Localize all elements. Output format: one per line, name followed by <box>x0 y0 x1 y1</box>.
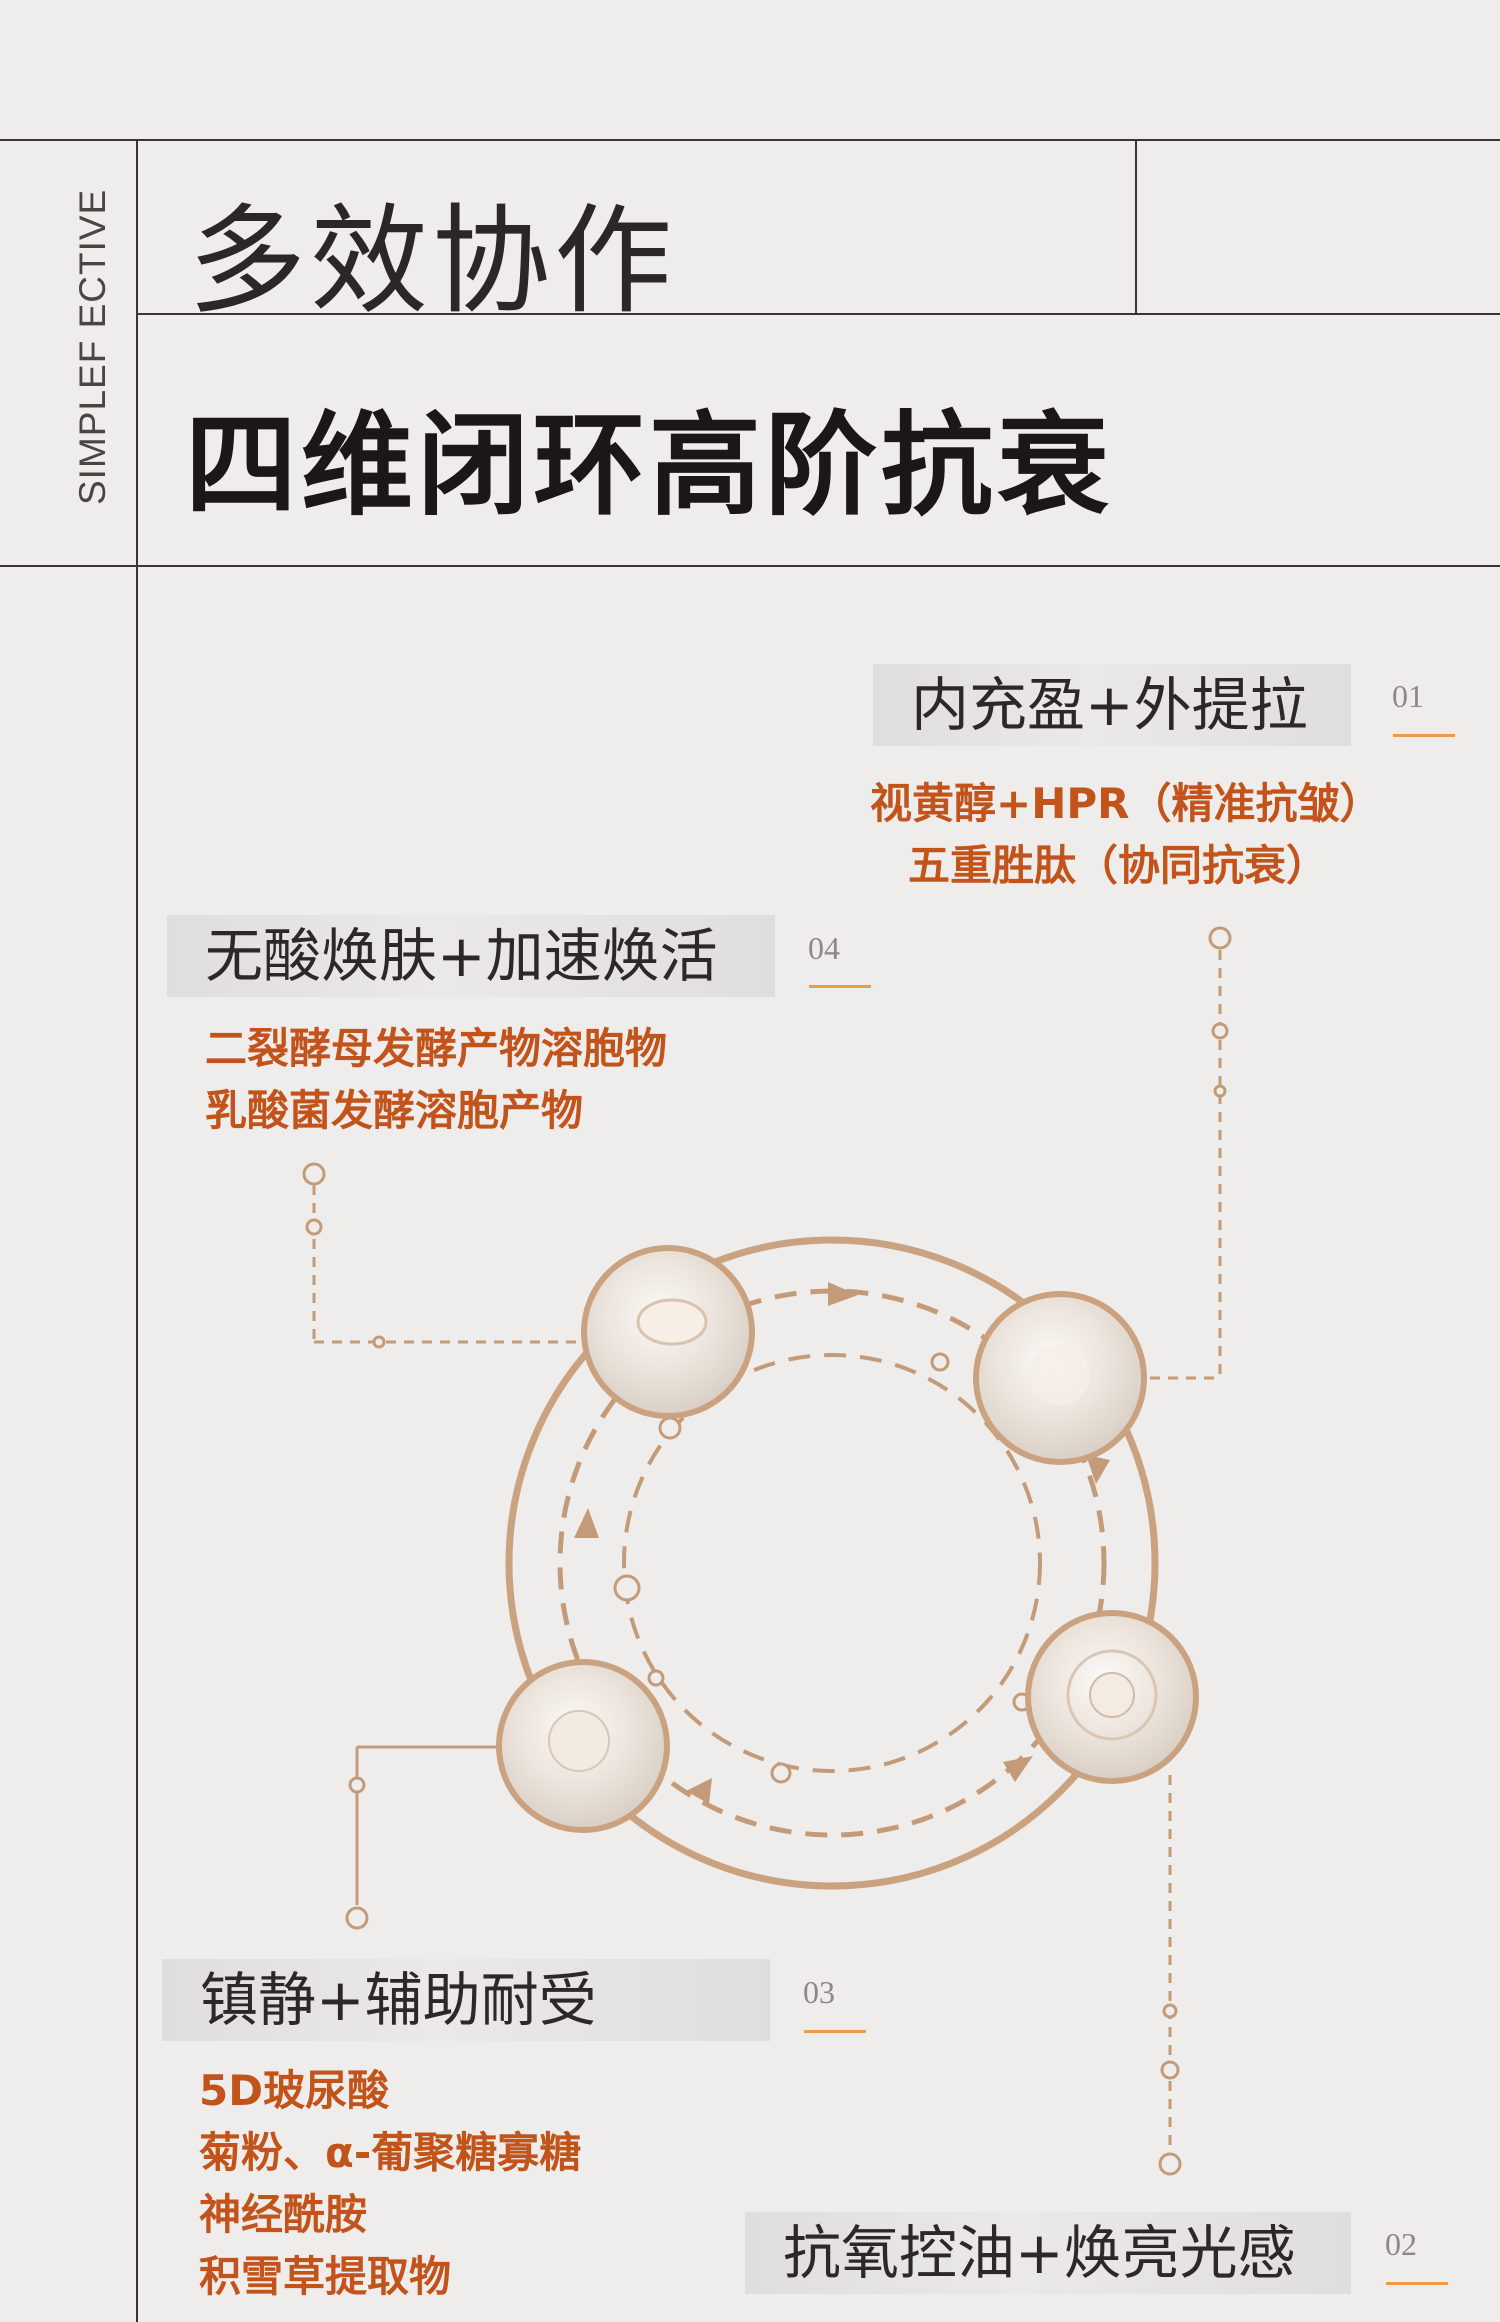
header-mid-rule <box>138 313 1500 315</box>
number-01: 01 <box>1392 678 1424 714</box>
ingredient-line: 积雪草提取物 <box>199 2252 452 2301</box>
label-tag-02: 抗氧控油+焕亮光感 <box>745 2212 1351 2294</box>
connector-04 <box>302 1162 590 1349</box>
ingredient-line: 五重胜肽（协同抗衰） <box>908 841 1329 890</box>
ingredient-bubble-bottom-right <box>1025 1610 1199 1784</box>
label-tag-03: 镇静+辅助耐受 <box>162 1959 770 2041</box>
title-small: 多效协作 <box>188 192 677 330</box>
connector-02 <box>1158 1775 1182 2176</box>
number-bar-02 <box>1386 2282 1448 2285</box>
ingredient-line: 菊粉、α-葡聚糖寡糖 <box>199 2128 582 2177</box>
left-column-rule <box>136 139 138 2322</box>
ingredients-01: 视黄醇+HPR（精准抗皱） 五重胜肽（协同抗衰） <box>870 773 1381 897</box>
number-04: 04 <box>808 930 840 966</box>
ingredients-03: 5D玻尿酸 菊粉、α-葡聚糖寡糖 神经酰胺 积雪草提取物 <box>199 2060 581 2308</box>
arrow-icon <box>1086 1455 1110 1484</box>
ring-node <box>658 1416 682 1440</box>
number-bar-03 <box>804 2030 866 2033</box>
arrow-icon <box>686 1778 712 1804</box>
ring-node <box>647 1669 665 1687</box>
ingredient-line: 乳酸菌发酵溶胞产物 <box>205 1086 584 1135</box>
arrow-icon <box>1003 1756 1033 1782</box>
outer-ring <box>505 1236 1159 1890</box>
ring-node <box>930 1352 950 1372</box>
ingredient-bubble-bottom-left <box>496 1659 670 1833</box>
label-tag-01: 内充盈+外提拉 <box>873 664 1351 746</box>
ingredient-line: 5D玻尿酸 <box>199 2066 390 2115</box>
header-bottom-rule <box>0 565 1500 567</box>
ingredient-line: 视黄醇+HPR（精准抗皱） <box>870 779 1382 828</box>
label-tag-04: 无酸焕肤+加速焕活 <box>167 915 775 997</box>
ingredient-line: 二裂酵母发酵产物溶胞物 <box>205 1024 668 1073</box>
number-bar-01 <box>1393 734 1455 737</box>
connector-01 <box>1150 926 1232 1380</box>
ingredient-bubble-top-left <box>581 1245 755 1419</box>
ring-node <box>770 1762 792 1784</box>
number-03: 03 <box>803 1974 835 2010</box>
ingredient-bubble-top-right <box>973 1291 1147 1465</box>
header-right-rule <box>1135 139 1137 315</box>
ingredient-line: 神经酰胺 <box>199 2190 368 2239</box>
ring-node <box>613 1574 641 1602</box>
number-bar-04 <box>809 985 871 988</box>
header-top-rule <box>0 139 1500 141</box>
inner-dashed-ring <box>622 1353 1042 1773</box>
number-02: 02 <box>1385 2226 1417 2262</box>
arrow-icon <box>828 1282 858 1306</box>
connector-03 <box>345 1745 500 1930</box>
title-large: 四维闭环高阶抗衰 <box>185 401 1113 531</box>
arrow-icon <box>574 1508 599 1538</box>
ingredients-04: 二裂酵母发酵产物溶胞物 乳酸菌发酵溶胞产物 <box>205 1018 667 1142</box>
